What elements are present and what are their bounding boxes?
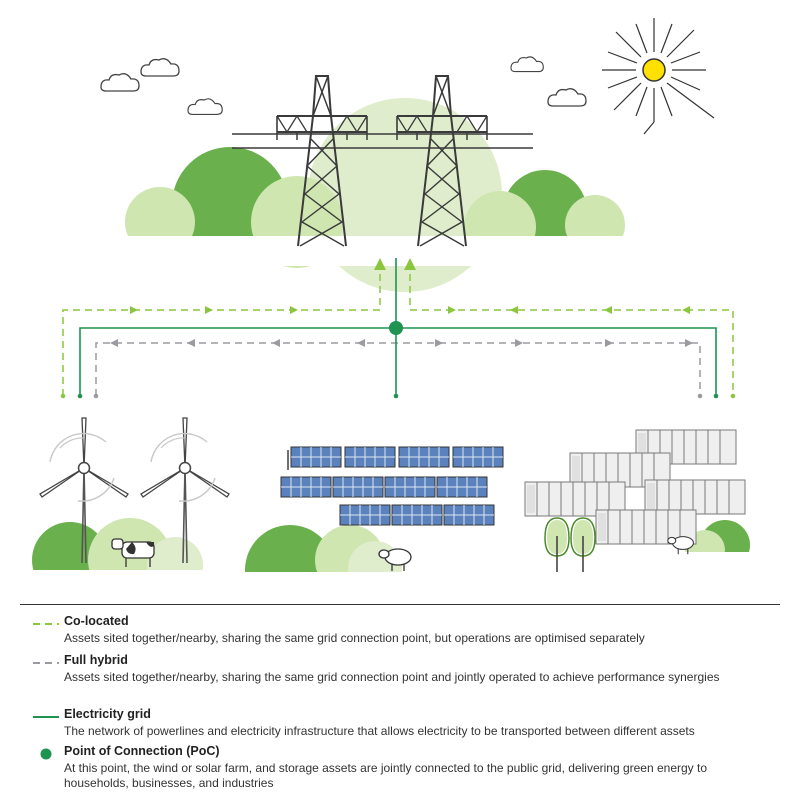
tree-icon bbox=[544, 517, 570, 573]
grid-swatch-icon bbox=[33, 716, 59, 718]
tree-icon bbox=[570, 517, 596, 573]
storage-farm bbox=[524, 429, 760, 573]
cloud-icon bbox=[547, 88, 587, 107]
legend-grid-desc: The network of powerlines and electricit… bbox=[64, 724, 695, 738]
legend-poc-title: Point of Connection (PoC) bbox=[64, 744, 220, 758]
cloud-icon bbox=[100, 73, 140, 92]
pylon-icon bbox=[232, 75, 533, 247]
colocated-swatch-icon bbox=[33, 623, 59, 625]
cloud-icon bbox=[187, 98, 223, 115]
cloud-icon bbox=[510, 56, 544, 73]
solar-farm bbox=[230, 446, 504, 600]
cow-icon bbox=[111, 538, 155, 567]
legend-poc-desc: At this point, the wind or solar farm, a… bbox=[64, 761, 708, 790]
endpoint-dots bbox=[60, 393, 736, 399]
sun-icon bbox=[602, 18, 715, 135]
poc-swatch-icon bbox=[40, 748, 52, 760]
legend-grid-title: Electricity grid bbox=[64, 707, 151, 721]
legend: Co-located Assets sited together/nearby,… bbox=[0, 600, 800, 800]
wind-farm bbox=[20, 417, 230, 600]
legend-colocated-title: Co-located bbox=[64, 614, 129, 628]
cloud-icon bbox=[140, 58, 180, 77]
hybrid-swatch-icon bbox=[33, 662, 59, 664]
legend-hybrid-desc: Assets sited together/nearby, sharing th… bbox=[64, 670, 720, 684]
flow-arrows bbox=[110, 258, 693, 347]
legend-divider bbox=[20, 604, 780, 605]
legend-hybrid-title: Full hybrid bbox=[64, 653, 128, 667]
poc-node bbox=[389, 321, 403, 335]
hybrid-energy-diagram bbox=[20, 18, 760, 600]
solar-panel-icon bbox=[280, 446, 504, 526]
legend-colocated-desc: Assets sited together/nearby, sharing th… bbox=[64, 631, 645, 645]
